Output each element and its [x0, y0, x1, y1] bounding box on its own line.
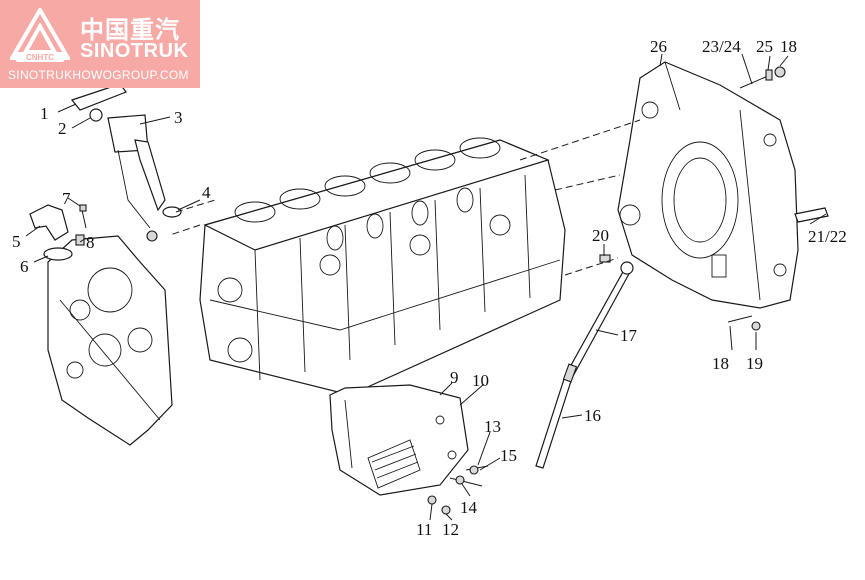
fasteners-right — [599, 66, 829, 331]
callout-18-lower: 18 — [712, 354, 729, 373]
callout-3: 3 — [174, 108, 183, 127]
callout-labels: 1 2 3 4 5 6 7 8 9 10 11 12 13 14 15 16 1… — [12, 37, 847, 539]
callout-17: 17 — [620, 326, 638, 345]
assembly-lines — [169, 119, 641, 276]
callout-20: 20 — [592, 226, 609, 245]
callout-15: 15 — [500, 446, 517, 465]
dipstick — [535, 261, 634, 469]
callout-13: 13 — [484, 417, 501, 436]
callout-2: 2 — [58, 119, 67, 138]
brand-name-chinese: 中国重汽 — [80, 16, 180, 44]
callout-1: 1 — [40, 104, 49, 123]
brand-name-english: SINOTRUK — [80, 40, 189, 62]
callout-11: 11 — [416, 520, 432, 539]
breather-assembly — [70, 83, 182, 242]
callout-21-22: 21/22 — [808, 227, 847, 246]
leader-lines — [25, 53, 827, 521]
cnhtc-emblem-logo: CNHTC — [10, 8, 70, 62]
callout-6: 6 — [20, 257, 29, 276]
callout-12: 12 — [442, 520, 459, 539]
oil-pan — [329, 384, 489, 515]
gear-housing — [29, 204, 173, 446]
callout-10: 10 — [472, 371, 489, 390]
callout-7: 7 — [62, 189, 71, 208]
callout-18-upper: 18 — [780, 37, 797, 56]
brand-url: SINOTRUKHOWOGROUP.COM — [8, 68, 189, 82]
callout-16: 16 — [584, 406, 601, 425]
callout-9: 9 — [450, 368, 459, 387]
svg-text:CNHTC: CNHTC — [26, 53, 54, 62]
callout-14: 14 — [460, 498, 478, 517]
callout-4: 4 — [202, 183, 211, 202]
callout-25: 25 — [756, 37, 773, 56]
callout-19: 19 — [746, 354, 763, 373]
engine-block — [199, 137, 566, 396]
sinotruk-watermark: CNHTC 中国重汽 SINOTRUK SINOTRUKHOWOGROUP.CO… — [0, 0, 200, 88]
callout-8: 8 — [86, 233, 95, 252]
callout-5: 5 — [12, 232, 21, 251]
flywheel-housing — [617, 61, 799, 309]
callout-23-24: 23/24 — [702, 37, 741, 56]
callout-26: 26 — [650, 37, 667, 56]
